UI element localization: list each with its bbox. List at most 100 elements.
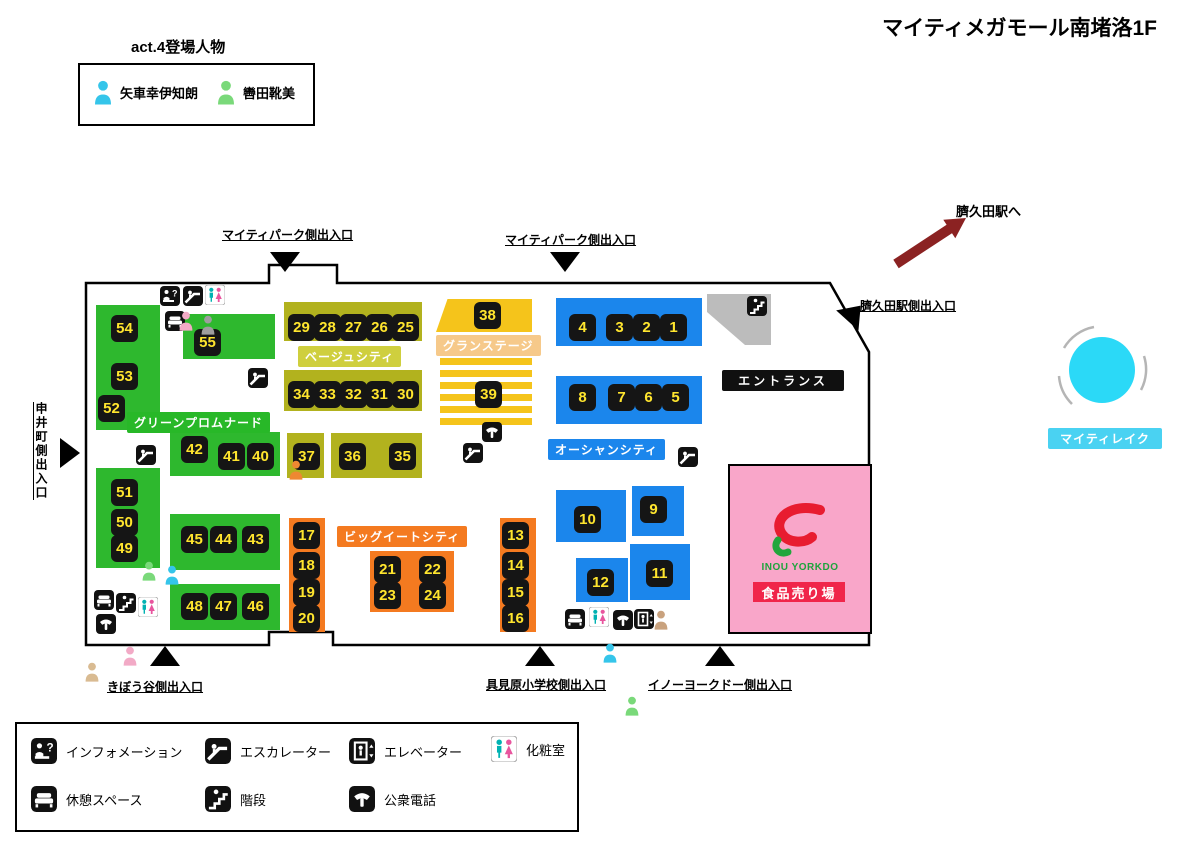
store-39[interactable]: 39 (475, 381, 502, 408)
entrance-banner: エントランス (722, 370, 844, 391)
information-icon (160, 286, 180, 306)
store-42[interactable]: 42 (181, 436, 208, 463)
store-44[interactable]: 44 (210, 526, 237, 553)
store-3[interactable]: 3 (606, 314, 633, 341)
zone-label-big-eat-city: ビッグイートシティ (337, 526, 468, 547)
restroom-icon (138, 597, 158, 617)
store-9[interactable]: 9 (640, 496, 667, 523)
store-31[interactable]: 31 (366, 381, 393, 408)
store-54[interactable]: 54 (111, 315, 138, 342)
store-21[interactable]: 21 (374, 556, 401, 583)
store-5[interactable]: 5 (662, 384, 689, 411)
person-marker-yaguruma (602, 643, 618, 663)
exit-label-park-left: マイティパーク側出入口 (222, 228, 354, 242)
store-25[interactable]: 25 (392, 314, 419, 341)
store-29[interactable]: 29 (288, 314, 315, 341)
store-43[interactable]: 43 (242, 526, 269, 553)
exit-triangle-park-left[interactable] (270, 252, 300, 272)
store-20[interactable]: 20 (293, 605, 320, 632)
store-40[interactable]: 40 (247, 443, 274, 470)
restroom-icon (589, 607, 609, 627)
legend-item-phone: 公衆電話 (349, 786, 436, 812)
store-30[interactable]: 30 (392, 381, 419, 408)
store-18[interactable]: 18 (293, 552, 320, 579)
person-marker (178, 311, 194, 331)
person-marker (200, 315, 216, 335)
exit-label-saruicho: 申井町側出入口 (34, 402, 48, 500)
page-title: マイティメガモール南堵洛1F (882, 17, 1157, 40)
store-32[interactable]: 32 (340, 381, 367, 408)
escalator-icon (678, 447, 698, 467)
store-53[interactable]: 53 (111, 363, 138, 390)
store-48[interactable]: 48 (181, 593, 208, 620)
person-marker-kutsuwada (141, 561, 157, 581)
store-2[interactable]: 2 (633, 314, 660, 341)
exit-triangle-inou-yorkdo[interactable] (705, 646, 735, 666)
store-8[interactable]: 8 (569, 384, 596, 411)
store-12[interactable]: 12 (587, 569, 614, 596)
store-55[interactable]: 55 (194, 329, 221, 356)
store-28[interactable]: 28 (314, 314, 341, 341)
inou-yorkdo-store: INOU YORKDO 食品売り場 (728, 464, 872, 634)
store-34[interactable]: 34 (288, 381, 315, 408)
legend-label: 階段 (240, 792, 267, 808)
legend-label: エスカレーター (240, 744, 332, 760)
lake-label: マイティレイク (1048, 428, 1162, 449)
exit-triangle-kiboudani[interactable] (150, 646, 180, 666)
person-marker (122, 646, 138, 666)
store-26[interactable]: 26 (366, 314, 393, 341)
store-17[interactable]: 17 (293, 522, 320, 549)
store-19[interactable]: 19 (293, 579, 320, 606)
character-icon-kutsuwada (216, 80, 236, 105)
legend-item-stairs: 階段 (205, 786, 266, 812)
store-4[interactable]: 4 (569, 314, 596, 341)
stairs-icon (116, 593, 136, 613)
store-24[interactable]: 24 (419, 582, 446, 609)
phone-icon (96, 614, 116, 634)
store-22[interactable]: 22 (419, 556, 446, 583)
store-46[interactable]: 46 (242, 593, 269, 620)
store-13[interactable]: 13 (502, 522, 529, 549)
phone-icon (482, 422, 502, 442)
store-7[interactable]: 7 (608, 384, 635, 411)
store-33[interactable]: 33 (314, 381, 341, 408)
store-47[interactable]: 47 (210, 593, 237, 620)
store-27[interactable]: 27 (340, 314, 367, 341)
exit-triangle-park-center[interactable] (550, 252, 580, 272)
store-11[interactable]: 11 (646, 560, 673, 587)
escalator-icon (183, 286, 203, 306)
yorkdo-dove-logo (772, 503, 825, 557)
legend-item-rest-space: 休憩スペース (31, 786, 142, 812)
store-10[interactable]: 10 (574, 506, 601, 533)
restroom-icon (205, 285, 225, 305)
store-36[interactable]: 36 (339, 443, 366, 470)
legend-item-restroom: 化粧室 (491, 736, 565, 762)
store-16[interactable]: 16 (502, 605, 529, 632)
store-41[interactable]: 41 (218, 443, 245, 470)
cast-member: 矢車幸伊知朗 (93, 80, 198, 105)
store-1[interactable]: 1 (660, 314, 687, 341)
store-45[interactable]: 45 (181, 526, 208, 553)
store-50[interactable]: 50 (111, 509, 138, 536)
store-52[interactable]: 52 (98, 395, 125, 422)
character-icon-yaguruma (93, 80, 113, 105)
exit-label-park-center: マイティパーク側出入口 (505, 233, 637, 247)
store-35[interactable]: 35 (389, 443, 416, 470)
zone-label-green-promenade: グリーンプロムナード (127, 412, 271, 433)
escalator-icon (463, 443, 483, 463)
elevator-icon (349, 738, 375, 764)
store-14[interactable]: 14 (502, 552, 529, 579)
phone-icon (349, 786, 375, 812)
legend-box: インフォメーション エスカレーター エレベーター 化粧室 休憩スペース 階段 公… (15, 722, 579, 832)
station-direction-label: 臍久田駅へ (956, 204, 1022, 219)
store-49[interactable]: 49 (111, 535, 138, 562)
store-23[interactable]: 23 (374, 582, 401, 609)
legend-item-information: インフォメーション (31, 738, 182, 764)
exit-triangle-gumihara[interactable] (525, 646, 555, 666)
store-38[interactable]: 38 (474, 302, 501, 329)
store-6[interactable]: 6 (635, 384, 662, 411)
information-icon (31, 738, 57, 764)
store-51[interactable]: 51 (111, 479, 138, 506)
exit-triangle-saruicho[interactable] (60, 438, 80, 468)
store-15[interactable]: 15 (502, 579, 529, 606)
